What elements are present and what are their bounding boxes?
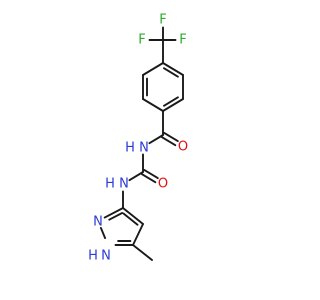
atom-label-h-pyr: H xyxy=(88,249,98,264)
bond-R3-R4 xyxy=(162,98,184,112)
atom-label-h-urea: H xyxy=(105,177,115,192)
bond-R6-R1 xyxy=(142,62,164,76)
bond-C_urea-N_urea xyxy=(128,171,144,182)
bond-N_pyr2-P3-second xyxy=(108,212,124,221)
atom-label-f1: F xyxy=(138,33,145,48)
bond-P3-P4-second xyxy=(122,212,139,226)
bond-R3-R4-second xyxy=(162,96,179,107)
bond-N_pyr2-P3 xyxy=(103,207,124,219)
bond-C_amide-N_amide xyxy=(148,134,164,145)
atom-label-n-amide: N xyxy=(139,141,149,156)
bond-C_urea-O_urea-second xyxy=(143,168,159,180)
bond-R4-R5 xyxy=(142,98,164,112)
bond-P5-C_methyl xyxy=(132,244,153,261)
bond-R1-R2 xyxy=(162,62,184,76)
bond-R1-R2-second xyxy=(162,67,179,78)
bond-C_urea-O_urea-first xyxy=(140,173,157,184)
atom-label-n-pyr1: N xyxy=(101,249,111,264)
atom-label-f3: F xyxy=(159,13,166,28)
atom-label-f2: F xyxy=(179,33,186,48)
bond-C_amide-O_amide-first xyxy=(160,136,177,147)
bond-N_pyr1-N_pyr2 xyxy=(99,226,107,240)
atom-label-h-amide: H xyxy=(125,141,135,156)
atom-label-n-pyr2: N xyxy=(93,215,103,230)
bond-layer xyxy=(99,26,184,261)
atom-label-o-amide: O xyxy=(178,140,188,155)
bond-P3-P4 xyxy=(122,207,144,225)
bond-P4-P5 xyxy=(132,223,144,246)
bond-C_amide-O_amide-second xyxy=(163,131,179,143)
atom-label-n-urea: N xyxy=(119,177,129,192)
atom-label-o-urea: O xyxy=(158,177,168,192)
